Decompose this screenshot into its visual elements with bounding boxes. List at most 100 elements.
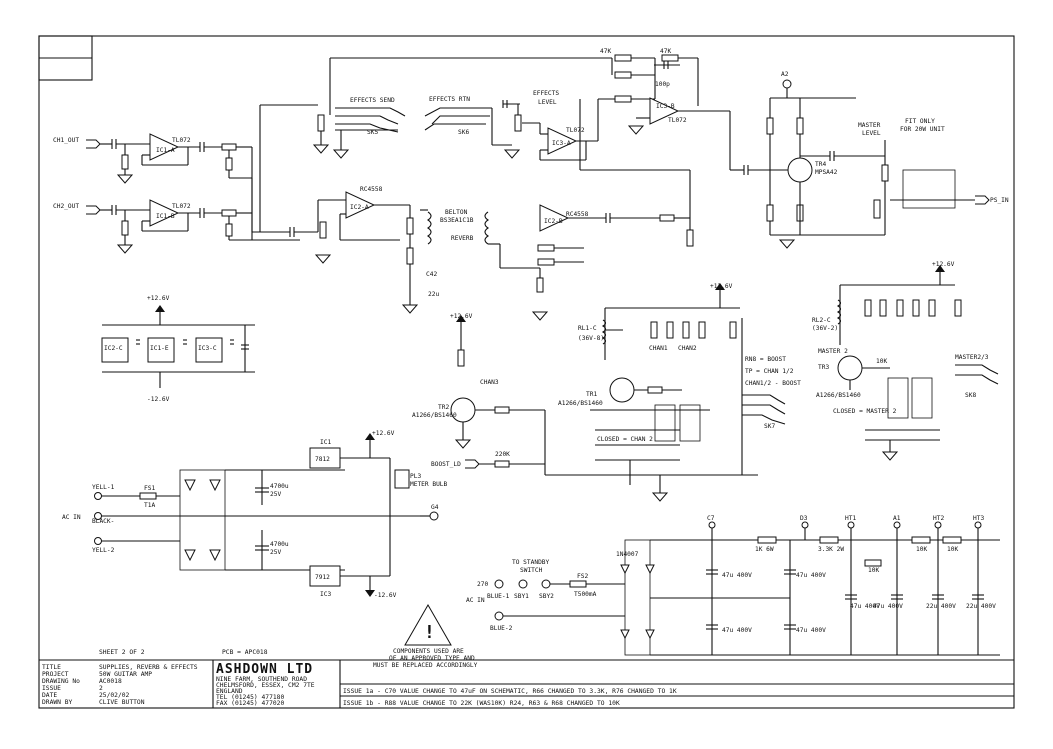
opamp-ic2b	[539, 204, 570, 232]
svg-text:AC IN: AC IN	[466, 597, 485, 604]
svg-text:+12.6V: +12.6V	[932, 261, 955, 268]
svg-text:COMPONENTS USED ARE: COMPONENTS USED ARE	[393, 648, 464, 655]
svg-text:BLACK-: BLACK-	[92, 518, 114, 525]
svg-text:BS3EA1C1B: BS3EA1C1B	[440, 217, 474, 224]
svg-text:CHAN2: CHAN2	[678, 345, 697, 352]
svg-text:TR4: TR4	[815, 161, 826, 168]
svg-text:+12.6V: +12.6V	[450, 313, 473, 320]
svg-text:2: 2	[99, 685, 103, 692]
decoupling-block: +12.6V -12.6V IC2-C IC1-E IC3-C	[101, 295, 255, 403]
svg-text:SUPPLIES, REVERB & EFFECTS: SUPPLIES, REVERB & EFFECTS	[99, 664, 198, 671]
svg-text:A1266/BS1460: A1266/BS1460	[412, 412, 457, 419]
svg-text:PL3: PL3	[410, 473, 421, 480]
svg-text:REVERB: REVERB	[451, 235, 474, 242]
svg-text:25V: 25V	[270, 549, 281, 556]
svg-text:CLIVE BUTTON: CLIVE BUTTON	[99, 699, 145, 706]
svg-text:FOR 20W UNIT: FOR 20W UNIT	[900, 126, 945, 133]
svg-text:SK5: SK5	[367, 129, 378, 136]
svg-text:IC2-A: IC2-A	[350, 204, 369, 211]
svg-text:RC4558: RC4558	[566, 211, 589, 218]
svg-text:YELL-1: YELL-1	[92, 484, 115, 491]
svg-text:MPSA42: MPSA42	[815, 169, 838, 176]
svg-text:SWITCH: SWITCH	[520, 567, 543, 574]
transistor-tr1	[609, 377, 635, 403]
svg-text:FIT ONLY: FIT ONLY	[905, 118, 935, 125]
svg-text:SK7: SK7	[764, 423, 775, 430]
svg-text:+12.6V: +12.6V	[147, 295, 170, 302]
svg-text:TEL (01245) 477180: TEL (01245) 477180	[216, 694, 284, 701]
svg-text:SBY1: SBY1	[514, 593, 529, 600]
svg-text:IC3-C: IC3-C	[198, 345, 217, 352]
svg-text:TL072: TL072	[172, 137, 191, 144]
opamp-ic3a	[547, 127, 578, 155]
effects-rtn-label: EFFECTS RTN	[429, 96, 470, 103]
svg-text:22u: 22u	[428, 291, 439, 298]
svg-text:T500mA: T500mA	[574, 591, 597, 598]
svg-text:IC2-B: IC2-B	[544, 218, 563, 225]
input-stage: CH1_OUT CH2_OUT TL072 IC1-A TL072 IC1-B	[53, 105, 300, 254]
svg-text:BLUE-1: BLUE-1	[487, 593, 510, 600]
svg-text:RN8 = BOOST: RN8 = BOOST	[745, 356, 786, 363]
svg-text:22u 400V: 22u 400V	[966, 603, 996, 610]
net-ch2-out: CH2_OUT	[53, 203, 79, 210]
svg-text:HT1: HT1	[845, 515, 856, 522]
svg-text:SK8: SK8	[965, 392, 976, 399]
svg-text:HT2: HT2	[933, 515, 944, 522]
svg-text:D3: D3	[800, 515, 808, 522]
company-name: ASHDOWN LTD	[216, 662, 313, 677]
svg-text:A1: A1	[893, 515, 901, 522]
svg-text:HT3: HT3	[973, 515, 984, 522]
svg-text:SBY2: SBY2	[539, 593, 554, 600]
pcb-number: PCB = APC018	[222, 649, 268, 656]
fuse-fs1	[139, 492, 157, 500]
svg-text:47u 400V: 47u 400V	[850, 603, 880, 610]
opamp-ic3b	[649, 97, 680, 125]
svg-text:CLOSED = CHAN 2: CLOSED = CHAN 2	[597, 436, 653, 443]
sheet-number: SHEET 2 OF 2	[99, 649, 145, 656]
title-block: TITLE SUPPLIES, REVERB & EFFECTS PROJECT…	[39, 659, 1014, 708]
svg-text:C7: C7	[707, 515, 715, 522]
svg-text:BLUE-2: BLUE-2	[490, 625, 513, 632]
master-level-block: A2 TR4 MPSA42 MASTER LEVEL FIT ONLY FOR …	[743, 71, 1009, 249]
svg-text:25/02/02: 25/02/02	[99, 692, 130, 699]
svg-text:7812: 7812	[315, 456, 330, 463]
svg-text:25V: 25V	[270, 491, 281, 498]
svg-text:-12.6V: -12.6V	[374, 592, 397, 599]
svg-text:A1266/BS1460: A1266/BS1460	[816, 392, 861, 399]
net-boost-ld: BOOST_LD	[431, 461, 461, 468]
svg-text:+12.6V: +12.6V	[372, 430, 395, 437]
svg-text:PROJECT: PROJECT	[42, 671, 69, 678]
svg-text:10K: 10K	[876, 358, 887, 365]
net-ch1-out: CH1_OUT	[53, 137, 79, 144]
svg-text:10K: 10K	[868, 567, 879, 574]
svg-text:22u 400V: 22u 400V	[926, 603, 956, 610]
effects-send-block: EFFECTS SEND SK5	[260, 57, 612, 159]
svg-text:TITLE: TITLE	[42, 664, 61, 671]
svg-text:IC3-B: IC3-B	[656, 103, 675, 110]
svg-text:SK6: SK6	[458, 129, 469, 136]
svg-text:CHAN3: CHAN3	[480, 379, 499, 386]
svg-text:IC1-A: IC1-A	[156, 147, 175, 154]
svg-text:7912: 7912	[315, 574, 330, 581]
svg-text:TR3: TR3	[818, 364, 829, 371]
svg-text:DRAWN BY: DRAWN BY	[42, 699, 73, 706]
svg-text:IC3-A: IC3-A	[552, 140, 571, 147]
svg-text:FS1: FS1	[144, 485, 155, 492]
svg-text:47u 400V: 47u 400V	[873, 603, 903, 610]
svg-text:270: 270	[477, 581, 488, 588]
svg-text:!: !	[424, 622, 435, 643]
reverb-section: RC4558 IC2-A BELTON BS3EA1C1B REVERB RC4…	[251, 99, 694, 321]
svg-text:47u 400V: 47u 400V	[722, 572, 752, 579]
svg-text:FS2: FS2	[577, 573, 588, 580]
svg-text:3.3K 2W: 3.3K 2W	[818, 546, 844, 553]
master2-switching-block: +12.6V RL2-C (36V-2) MASTER 2 TR3 A1266/…	[812, 261, 999, 461]
svg-text:METER BULB: METER BULB	[410, 481, 448, 488]
fuse-fs2	[569, 580, 587, 588]
test-point-a2	[782, 79, 792, 89]
svg-text:A1266/BS1460: A1266/BS1460	[558, 400, 603, 407]
svg-text:10K: 10K	[947, 546, 958, 553]
svg-text:47u 400V: 47u 400V	[796, 627, 826, 634]
opamp-ic1b	[149, 199, 180, 227]
